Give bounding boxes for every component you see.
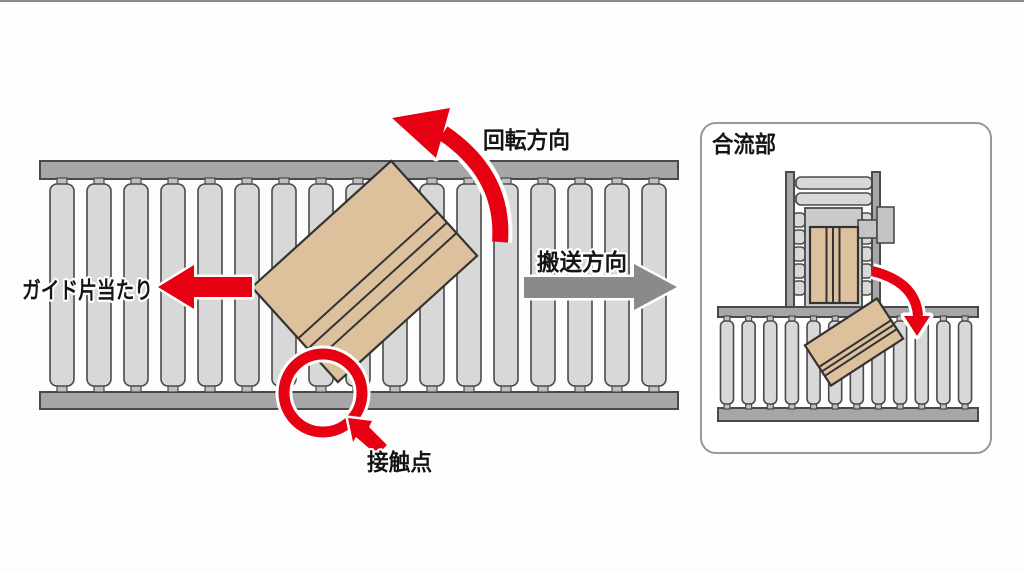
tilted-box-seam xyxy=(818,319,892,368)
rotation-arrowhead xyxy=(392,108,450,158)
contact-point-marker xyxy=(275,345,390,458)
conveyor-roller xyxy=(86,183,112,387)
transport-direction-arrow xyxy=(521,261,680,313)
merge-arrow-arc xyxy=(870,266,923,317)
conveyor-roller xyxy=(49,183,75,387)
merged-tilted-box xyxy=(803,296,905,388)
merge-arrowhead xyxy=(904,316,930,336)
main-top-rail xyxy=(39,160,679,180)
conveyor-roller xyxy=(741,320,756,405)
contact-point-label: 接触点 xyxy=(367,449,432,475)
contact-circle xyxy=(278,348,368,438)
merge-rollers xyxy=(719,315,973,410)
top-edge-line xyxy=(0,0,1024,2)
box-body xyxy=(250,159,479,384)
conveyor-roller xyxy=(719,320,735,405)
conveyor-roller xyxy=(762,320,778,405)
conveyor-roller xyxy=(936,320,951,405)
feeder-roller xyxy=(795,192,873,206)
feeder-box xyxy=(808,225,860,305)
box-seam-line xyxy=(297,211,439,340)
tilted-box-seam xyxy=(821,323,895,373)
conveyor-roller xyxy=(123,183,149,387)
transport-direction-label: 搬送方向 xyxy=(537,249,627,275)
rotation-arrow xyxy=(388,104,513,243)
tilted-box-seam xyxy=(824,328,898,377)
guide-contact-arrow xyxy=(155,262,255,312)
guide-contact-label: ガイド片当たり xyxy=(22,277,153,303)
feeder-bracket xyxy=(876,206,895,244)
feeder-left-rail xyxy=(785,171,795,308)
tilted-box-body xyxy=(803,296,905,388)
conveyor-roller xyxy=(784,320,800,405)
feeder-arm xyxy=(857,219,878,239)
merge-top-rail xyxy=(717,306,979,318)
rotation-arrow-arc xyxy=(438,126,509,243)
contact-pointer-arrow xyxy=(345,415,390,458)
feeder-roller xyxy=(795,176,873,190)
merge-panel: 合流部 xyxy=(700,122,992,454)
conveyor-roller xyxy=(456,183,482,387)
box-seam-line xyxy=(316,232,458,361)
box-seam-line xyxy=(307,221,448,350)
conveyor-roller xyxy=(957,320,973,405)
cardboard-box xyxy=(250,159,479,384)
merge-rotation-arrow xyxy=(869,263,934,340)
merging-section-label: 合流部 xyxy=(712,131,776,157)
rotation-direction-label: 回転方向 xyxy=(483,127,570,153)
merge-bottom-rail xyxy=(717,407,979,422)
